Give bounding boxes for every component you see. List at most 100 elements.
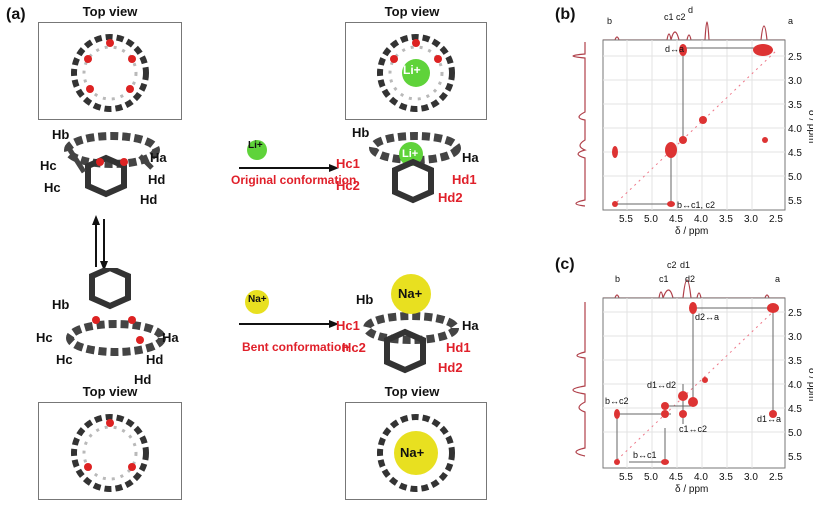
h-c1-label-2: Hc1 [336,156,360,171]
h-a-label-3: Ha [162,330,179,345]
svg-text:4.5: 4.5 [669,472,683,483]
h-c2-label-4: Hc2 [342,340,366,355]
svg-text:3.0: 3.0 [744,214,758,225]
svg-text:5.0: 5.0 [788,428,802,439]
crown-ether-na-side-view [363,274,459,374]
top-view-title-empty-top: Top view [82,4,138,19]
svg-text:4.0: 4.0 [788,124,802,135]
panel-c-label: (c) [555,256,575,273]
svg-text:5.5: 5.5 [619,472,633,483]
svg-text:3.0: 3.0 [788,332,802,343]
svg-text:5.0: 5.0 [788,172,802,183]
h-d-label-1a: Hd [148,172,166,187]
svg-text:b: b [615,274,620,284]
nmr-spectrum-c: d2↔a d1↔d2 b↔c2 d1↔a c1↔c2 b↔c1 b c1 c2 d1… [572,260,813,495]
svg-text:5.0: 5.0 [644,472,658,483]
li-label-side: Li+ [402,148,419,160]
h-d-label-3a: Hd [146,352,164,367]
nmr-c-annotation-d1a: d1↔a [757,414,781,424]
svg-text:2.5: 2.5 [769,214,783,225]
h-a-label-2: Ha [462,150,479,165]
h-c2-label-2: Hc2 [336,178,360,193]
crown-ether-top-view-bottom [71,414,149,492]
na-label-top: Na+ [400,445,425,460]
svg-text:5.5: 5.5 [619,214,633,225]
h-c-label-1a: Hc [40,158,57,173]
crown-ether-li-top-view [377,34,455,112]
svg-text:2.5: 2.5 [769,472,783,483]
nmr-b-ylabel: δ / ppm [806,110,813,143]
nmr-b-annotation-bc: b↔c1, c2 [677,200,715,210]
crown-ether-side-view-bent [66,268,166,356]
svg-text:4.5: 4.5 [788,404,802,415]
svg-text:c1: c1 [664,12,674,22]
h-b-label-1: Hb [52,127,70,142]
nmr-c-ylabel: δ / ppm [806,368,813,401]
na-caption: Bent conformation [242,340,349,354]
top-view-title-empty-bottom: Top view [82,384,138,399]
svg-text:3.5: 3.5 [788,356,802,367]
svg-text:4.0: 4.0 [694,214,708,225]
h-d-label-3b: Hd [134,372,152,387]
li-caption: Original conformation [231,173,357,187]
h-d1-label-4: Hd1 [446,340,471,355]
top-view-box-empty-top [38,22,182,120]
h-d1-label-2: Hd1 [452,172,477,187]
svg-text:4.0: 4.0 [788,380,802,391]
svg-text:4.5: 4.5 [788,148,802,159]
h-b-label-3: Hb [52,297,70,312]
svg-text:3.5: 3.5 [788,100,802,111]
svg-text:4.5: 4.5 [669,214,683,225]
h-b-label-4: Hb [356,292,374,307]
li-reaction-arrow [239,140,339,172]
nmr-b-xlabel: δ / ppm [675,226,708,237]
svg-text:d: d [688,5,693,15]
nmr-c-xlabel: δ / ppm [675,484,708,495]
svg-text:5.0: 5.0 [644,214,658,225]
crown-ether-side-view-original [64,132,160,198]
na-reaction-arrow [239,290,339,328]
top-view-title-na: Top view [384,384,440,399]
h-a-label-4: Ha [462,318,479,333]
equilibrium-arrows [92,215,108,271]
top-view-box-empty-bottom [38,402,182,500]
svg-text:c2: c2 [667,260,677,270]
top-view-box-li: Li+ [345,22,487,120]
svg-text:a: a [775,274,780,284]
nmr-c-annotation-bc1: b↔c1 [633,450,657,460]
top-view-title-li: Top view [384,4,440,19]
svg-text:5.5: 5.5 [788,196,802,207]
h-d2-label-2: Hd2 [438,190,463,205]
h-a-label-1: Ha [150,150,167,165]
li-label-top: Li+ [403,63,421,77]
top-view-box-na: Na+ [345,402,487,500]
nmr-c-annotation-c1c2: c1↔c2 [679,424,707,434]
svg-text:3.5: 3.5 [719,472,733,483]
nmr-b-annotation-da: d↔a [665,44,684,54]
h-c-label-3a: Hc [36,330,53,345]
h-d2-label-4: Hd2 [438,360,463,375]
svg-text:3.0: 3.0 [788,76,802,87]
li-arrow-label: Li+ [248,140,263,151]
svg-text:d1: d1 [680,260,690,270]
panel-b-label: (b) [555,6,576,23]
svg-text:5.5: 5.5 [788,452,802,463]
nmr-c-annotation-bc2: b↔c2 [605,396,629,406]
svg-text:a: a [788,16,793,26]
nmr-c-annotation-d2a: d2↔a [695,312,719,322]
h-c-label-3b: Hc [56,352,73,367]
svg-text:b: b [607,16,612,26]
h-b-label-2: Hb [352,125,370,140]
nmr-c-annotation-d1d2: d1↔d2 [647,380,676,390]
svg-text:2.5: 2.5 [788,308,802,319]
svg-text:3.5: 3.5 [719,214,733,225]
crown-ether-na-top-view [377,414,455,492]
svg-text:c2: c2 [676,12,686,22]
h-d-label-1b: Hd [140,192,158,207]
panel-a-label: (a) [6,6,26,23]
na-arrow-label: Na+ [248,294,267,305]
svg-text:2.5: 2.5 [788,52,802,63]
crown-ether-top-view [71,34,149,112]
svg-text:c1: c1 [659,274,669,284]
